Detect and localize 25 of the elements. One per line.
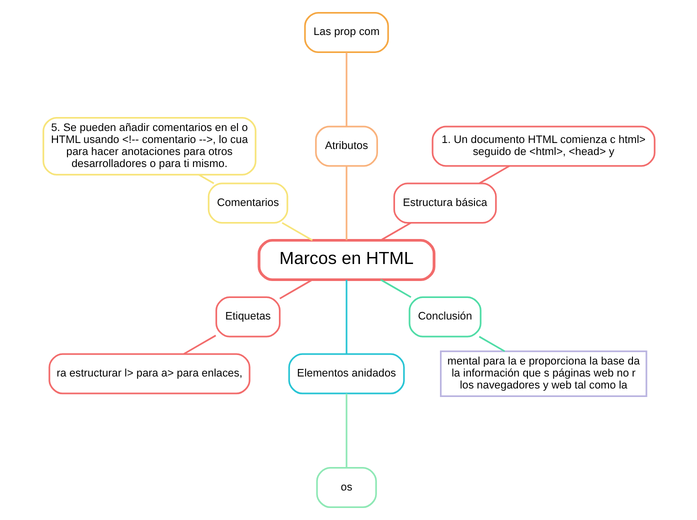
- node-box: 5. Se pueden añadir comentarios en el o HTML usando <!-- comentario -->, lo cua para hacer anotaciones para otros desarrolladores o para ti mismo.: [42, 116, 256, 176]
- node-box: os: [316, 467, 376, 508]
- node-box: Atributos: [314, 126, 378, 167]
- connector: [278, 279, 312, 300]
- connector: [380, 279, 411, 298]
- connector: [345, 394, 347, 468]
- node-box: 1. Un documento HTML comienza c html> seguido de <html>, <head> y: [431, 126, 655, 167]
- node-box: mental para la e proporciona la base da la información que s páginas web no r los navegadores y web tal como la: [439, 350, 647, 398]
- node-box: Comentarios: [207, 182, 288, 224]
- node-box: Marcos en HTML: [257, 238, 435, 282]
- node-box: Elementos anidados: [288, 353, 404, 394]
- node-box: Conclusión: [408, 296, 481, 338]
- connector: [345, 166, 347, 240]
- node-box: Estructura básica: [392, 182, 496, 224]
- connector: [345, 52, 347, 126]
- node-box: ra estructurar l> para a> para enlaces,: [48, 353, 250, 394]
- connector: [478, 336, 505, 352]
- connector: [345, 280, 347, 354]
- connector: [380, 222, 411, 241]
- connector: [281, 222, 312, 241]
- connector: [198, 174, 214, 184]
- node-box: Etiquetas: [214, 296, 280, 338]
- node-box: Las prop com: [304, 12, 388, 53]
- connector: [478, 165, 510, 184]
- connector: [182, 334, 216, 355]
